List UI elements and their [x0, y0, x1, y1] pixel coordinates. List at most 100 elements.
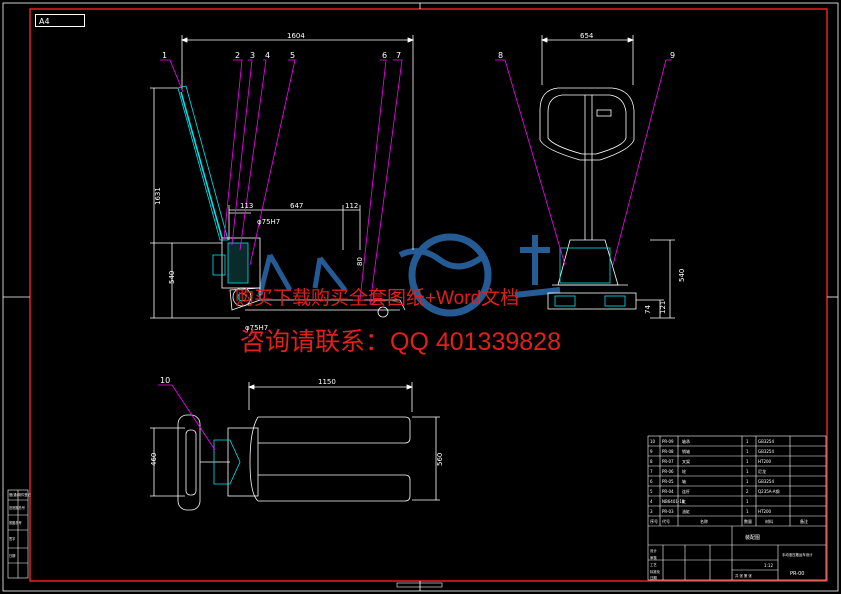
bom-cell-name: 轮 — [682, 468, 686, 474]
bom-cell-no: 7 — [650, 469, 653, 474]
bom-cell-code: NB6401-18 — [662, 499, 685, 504]
side-stamp-label: 底图总号 — [9, 520, 22, 525]
left-label: 审核 — [650, 555, 657, 560]
bom-cell-name: 连杆 — [682, 488, 690, 494]
bom-cell-qty: 1 — [746, 459, 749, 464]
bom-header-name: 名称 — [700, 518, 708, 524]
balloon-8: 8 — [498, 51, 503, 60]
bom-cell-qty: 1 — [746, 509, 749, 514]
bom-cell-name: 油缸 — [682, 508, 690, 514]
bom-cell-name: 销轴 — [682, 448, 690, 454]
left-label: 日期 — [650, 575, 657, 580]
bom-cell-code: PR-05 — [662, 479, 674, 484]
centering-marks — [3, 3, 838, 591]
balloon-3: 3 — [250, 51, 255, 60]
side-stamp-label: 借(通)用件登记 — [9, 492, 31, 497]
dim-end-width: 654 — [580, 32, 594, 40]
plan-view — [150, 382, 440, 511]
bom-cell-no: 6 — [650, 479, 653, 484]
title-block — [647, 435, 827, 581]
drawing-number: PR-00 — [790, 571, 804, 577]
bom-cell-mat: 尼龙 — [758, 468, 766, 474]
bom-cell-mat: HT200 — [758, 459, 772, 464]
bom-cell-code: PR-08 — [662, 449, 674, 454]
bom-cell-code: PR-06 — [662, 469, 674, 474]
dim-end-d1: 74 — [644, 305, 652, 314]
dim-side-height: 540 — [168, 271, 176, 284]
side-stamp-labels: 借(通)用件登记 旧底图总号 底图总号 签字 日期 — [9, 492, 31, 558]
bom-cell-qty: 1 — [746, 499, 749, 504]
bom-cell-name: 轴 — [682, 478, 686, 484]
bom-cell-name: 叉架 — [682, 458, 690, 464]
bom-cell-no: 8 — [650, 459, 653, 464]
bom-cell-name: 轴承 — [682, 438, 690, 444]
dim-side-d1: 113 — [240, 202, 253, 210]
scale-bar — [396, 582, 443, 588]
dim-side-length: 1604 — [287, 32, 305, 40]
bom-cell-code: PR-04 — [662, 489, 674, 494]
balloon-labels: 1 2 3 4 5 6 7 8 9 10 — [160, 51, 675, 385]
side-stamp-label: 日期 — [9, 553, 15, 558]
leader-lines — [158, 59, 672, 451]
end-view — [539, 35, 675, 319]
drawing-border — [29, 8, 828, 582]
left-label: 工艺 — [650, 562, 657, 567]
bom-cell-no: 9 — [650, 449, 653, 454]
bom-header-material: 材料 — [765, 518, 773, 524]
bom-cell-qty: 1 — [746, 449, 749, 454]
bom-header-code: 代号 — [662, 518, 670, 524]
side-stamp-label: 旧底图总号 — [9, 505, 25, 510]
sheet-size-tag: A4 — [35, 14, 85, 27]
dim-end-height: 540 — [678, 269, 686, 282]
drawing-title: 装配图 — [745, 534, 760, 541]
bom-cell-qty: 1 — [746, 479, 749, 484]
left-label: 设计 — [650, 548, 657, 553]
bom-cell-qty: 1 — [746, 439, 749, 444]
bom-cell-qty: 2 — [746, 489, 749, 494]
bom-cell-code: PR-03 — [662, 509, 674, 514]
bom-header-no: 序号 — [650, 518, 658, 524]
watermark-line-1: 购买下载购买全套图纸+Word文档 — [235, 288, 520, 309]
dim-side-d3: 112 — [345, 202, 358, 210]
company-name: 手动液压搬运车设计 — [782, 552, 813, 557]
dim-plan-left: 460 — [150, 453, 158, 466]
bom-cell-code: PR-09 — [662, 439, 674, 444]
dim-side-hole-bottom: φ75H7 — [245, 324, 268, 332]
balloon-4: 4 — [265, 51, 270, 60]
balloon-1: 1 — [162, 51, 167, 60]
balloon-6: 6 — [382, 51, 387, 60]
bom-cell-mat: GB3254 — [758, 449, 774, 454]
bom-cell-code: PR-07 — [662, 459, 674, 464]
dimension-labels: 1604 1631 540 113 φ75H7 647 112 80 φ75H7… — [150, 32, 686, 466]
dim-side-handle-height: 1631 — [154, 187, 162, 205]
dim-side-d4: 80 — [356, 257, 364, 266]
logo-watermark — [257, 233, 561, 317]
balloon-7: 7 — [396, 51, 401, 60]
bom-cell-mat: HT200 — [758, 509, 772, 514]
watermark-line-2: 咨询请联系：QQ 401339828 — [240, 328, 561, 356]
bom-cell-mat: GB3254 — [758, 439, 774, 444]
side-stamp-label: 签字 — [9, 536, 15, 541]
dim-side-hole: φ75H7 — [257, 218, 280, 226]
balloon-10: 10 — [160, 376, 170, 385]
bom-cell-qty: 1 — [746, 469, 749, 474]
balloon-5: 5 — [290, 51, 295, 60]
balloon-2: 2 — [235, 51, 240, 60]
side-stamp-column — [7, 489, 29, 579]
dim-side-d2: 647 — [290, 202, 303, 210]
dim-end-d2: 121 — [659, 301, 667, 314]
sheet-count: 共 张 第 张 — [735, 573, 752, 578]
bom-header-qty: 数量 — [744, 518, 752, 524]
left-label: 标准化 — [650, 569, 661, 574]
bom-cell-no: 10 — [650, 439, 656, 444]
title-block-text: 装配图 手动液压搬运车设计 PR-00 1:12 共 张 第 张 设计 审核 工… — [650, 534, 813, 580]
bom-cell-no: 5 — [650, 489, 653, 494]
bom-cell-name: 缸 — [682, 498, 686, 504]
dim-plan-length: 1150 — [318, 378, 336, 386]
bom-cell-no: 4 — [650, 499, 653, 504]
side-view — [150, 35, 415, 319]
balloon-9: 9 — [670, 51, 675, 60]
bom-header-remark: 备注 — [800, 518, 808, 524]
